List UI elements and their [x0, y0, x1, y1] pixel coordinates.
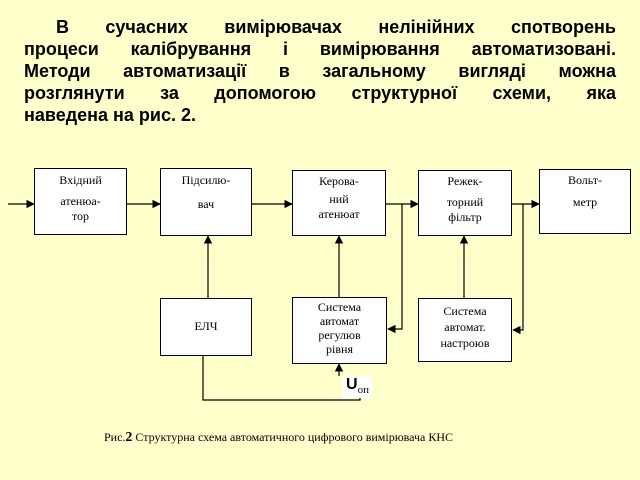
- block-label: ЕЛЧ: [194, 319, 218, 333]
- amplifier-block: Підсилю- вач: [160, 168, 252, 236]
- caption-text: Структурна схема автоматичного цифрового…: [132, 430, 454, 444]
- block-label: Система: [317, 300, 362, 314]
- block-label: фільтр: [448, 210, 482, 224]
- voltmeter-block: Вольт- метр: [539, 169, 631, 234]
- block-label: вач: [197, 197, 215, 211]
- paragraph-line: наведена на рис. 2.: [24, 105, 197, 125]
- block-label: автомат: [319, 314, 360, 328]
- input-attenuator-block: Вхідний атенюа- тор: [34, 168, 127, 235]
- block-label: ний: [329, 192, 349, 206]
- figure-caption: Рис.2 Структурна схема автоматичного циф…: [104, 430, 453, 446]
- uop-symbol: U: [346, 376, 358, 393]
- feedback-line-tuning: [512, 204, 524, 335]
- block-label: Підсилю-: [181, 173, 231, 187]
- block-label: рівня: [326, 342, 353, 356]
- caption-number: 2: [125, 430, 133, 445]
- block-label: атенюат: [318, 207, 360, 221]
- block-label: регулюв: [318, 328, 361, 342]
- block-label: метр: [572, 195, 598, 209]
- block-label: Вольт-: [567, 173, 603, 187]
- block-label: Керова-: [319, 174, 359, 188]
- controlled-attenuator-block: Керова- ний атенюат: [292, 170, 386, 236]
- elch-block: ЕЛЧ: [160, 298, 252, 356]
- block-label: автомат.: [444, 320, 486, 334]
- block-label: Режек-: [447, 174, 483, 188]
- block-label: настроюв: [440, 336, 490, 350]
- paragraph-line: розглянути за допомогою структурної схем…: [24, 83, 616, 103]
- block-label: торний: [446, 195, 484, 209]
- paragraph-line: Методи автоматизації в загальному вигляд…: [24, 61, 616, 81]
- reference-voltage-label: Uоп: [343, 376, 372, 398]
- paragraph-line: процеси калібрування і вимірювання автом…: [24, 39, 616, 59]
- uop-subscript: оп: [357, 384, 369, 396]
- feedback-line-level: [387, 204, 403, 334]
- block-label: атенюа-: [60, 194, 101, 208]
- block-label: Система: [443, 304, 487, 318]
- paragraph-line: В сучасних вимірювачах нелінійних спотво…: [56, 17, 616, 37]
- intro-paragraph: В сучасних вимірювачах нелінійних спотво…: [24, 16, 616, 126]
- block-label: тор: [71, 209, 90, 223]
- caption-prefix: Рис.: [104, 430, 126, 444]
- notch-filter-block: Режек- торний фільтр: [418, 170, 512, 236]
- tuning-control-block: Система автомат. настроюв: [418, 298, 512, 362]
- block-label: Вхідний: [59, 173, 102, 187]
- level-control-block: Система автомат регулюв рівня: [292, 297, 387, 364]
